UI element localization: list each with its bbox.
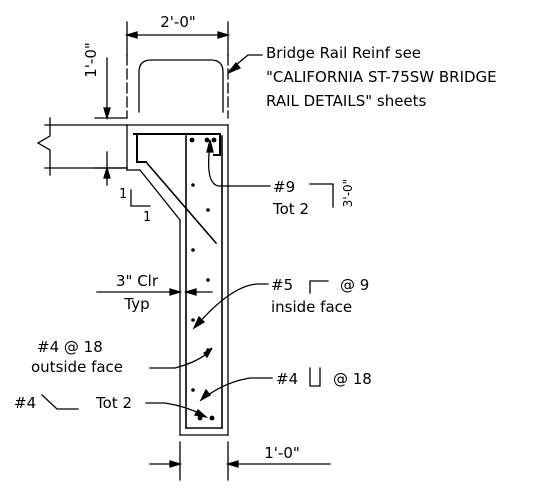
bottom-width-dimension: 1'-0" bbox=[149, 441, 331, 481]
slope-indicator: 1 1 bbox=[119, 187, 151, 225]
bridge-rail-note-line1: Bridge Rail Reinf see bbox=[266, 44, 421, 62]
rail-height-label: 1'-0" bbox=[82, 42, 100, 78]
top-width-dimension: 2'-0" bbox=[124, 13, 231, 56]
rebar-9-count: Tot 2 bbox=[272, 200, 309, 218]
rebar-9-label: #9 bbox=[273, 178, 295, 196]
rebar-dots bbox=[189, 137, 217, 421]
slope-run: 1 bbox=[143, 210, 151, 225]
concrete-section-outline bbox=[126, 124, 229, 436]
rebar-5-location: inside face bbox=[271, 298, 352, 316]
rebar-5-spacing: @ 9 bbox=[340, 276, 369, 294]
rebar-4-stirrup-spacing: @ 18 bbox=[333, 370, 372, 388]
clear-cover-label: 3" Clr bbox=[116, 272, 159, 290]
rebar-9-length: 3'-0" bbox=[341, 179, 355, 207]
rebar-5-label: #5 bbox=[271, 276, 293, 294]
bridge-rail-note-line2: "CALIFORNIA ST-75SW BRIDGE bbox=[266, 68, 497, 86]
rebar-4-bottom-label: #4 bbox=[14, 394, 36, 412]
rebar-4-bottom-note: #4 Tot 2 bbox=[14, 394, 209, 419]
bridge-rail-note: Bridge Rail Reinf see "CALIFORNIA ST-75S… bbox=[227, 44, 497, 110]
top-width-label: 2'-0" bbox=[160, 13, 196, 31]
bridge-rail-outline bbox=[138, 59, 224, 113]
rebar-4-outside-note: #4 @ 18 outside face bbox=[31, 338, 213, 376]
clear-cover-sub: Typ bbox=[123, 295, 149, 313]
bridge-rail-note-line3: RAIL DETAILS" sheets bbox=[266, 92, 427, 110]
deck-break-line bbox=[36, 117, 128, 176]
bottom-width-label: 1'-0" bbox=[264, 444, 300, 462]
rebar-9-note: #9 Tot 2 3'-0" bbox=[206, 139, 355, 218]
rebar-4-outside-location: outside face bbox=[31, 358, 123, 376]
clear-cover-note: 3" Clr Typ bbox=[96, 272, 213, 313]
rebar-4-bottom-count: Tot 2 bbox=[95, 394, 132, 412]
slope-rise: 1 bbox=[119, 187, 127, 202]
rail-height-dimension: 1'-0" bbox=[82, 42, 128, 186]
rebar-4-stirrup-label: #4 bbox=[276, 370, 298, 388]
rebar-4-stirrup-note: #4 @ 18 bbox=[199, 367, 372, 402]
reinforcement bbox=[133, 133, 223, 429]
rebar-5-note: #5 @ 9 inside face bbox=[192, 276, 369, 330]
rebar-4-outside-label: #4 @ 18 bbox=[37, 338, 103, 356]
